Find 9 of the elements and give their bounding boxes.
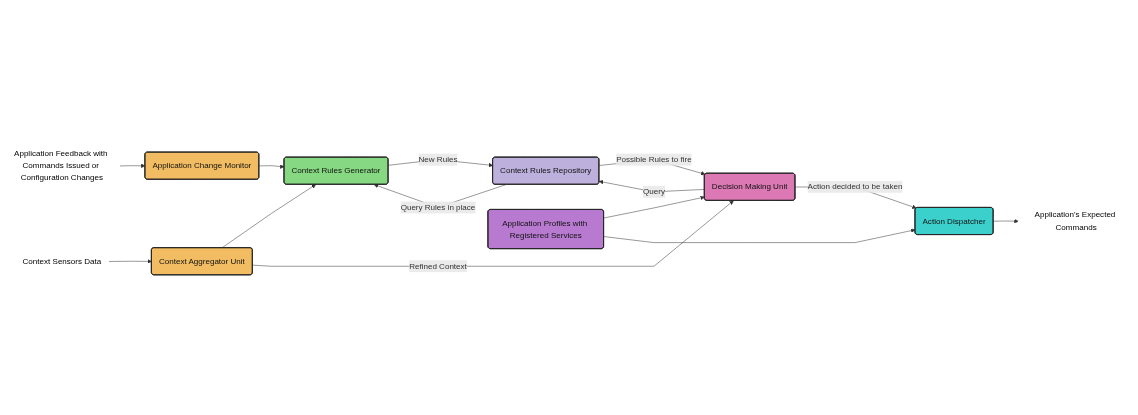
- edge-label: Refined Context: [409, 261, 467, 271]
- edge-label: Query Rules in place: [400, 202, 476, 212]
- node-text: Application's Expected Commands: [1034, 210, 1116, 232]
- node-text: Application Feedback with Commands Issued or Configuration Changes: [14, 149, 108, 182]
- edge-label: New Rules: [418, 155, 458, 164]
- edge-label: Possible Rules to fire: [616, 155, 692, 164]
- edge-label: Action decided to be taken: [807, 182, 903, 191]
- node-text: Context Sensors Data: [22, 256, 102, 266]
- edge-label: Query: [642, 187, 665, 196]
